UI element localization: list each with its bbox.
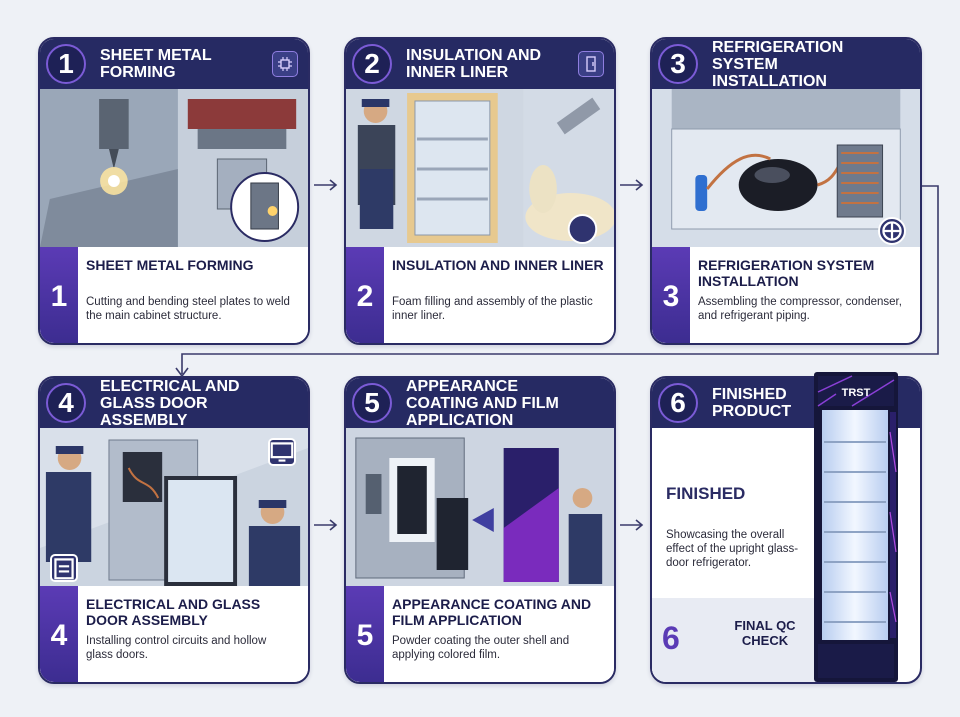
step-title: Sheet Metal Forming <box>100 47 212 81</box>
step-footer-number: 2 <box>346 247 384 343</box>
clipboard-icon <box>50 554 78 582</box>
step-footer-number: 5 <box>346 586 384 682</box>
chip-icon <box>272 51 298 77</box>
step-footer: 1 Sheet Metal Forming Cutting and bendin… <box>40 247 308 343</box>
step-header: 4 Electrical and Glass Door Assembly <box>40 377 308 429</box>
step-title: Finished Product <box>712 386 792 420</box>
finished-description: Showcasing the overall effect of the upr… <box>666 529 799 569</box>
arrow-4-to-5 <box>314 519 338 531</box>
step-description: Cutting and bending steel plates to weld… <box>86 296 290 322</box>
step-footer-title: Electrical and Glass Door Assembly <box>86 596 261 628</box>
step-card-3: 3 Refrigeration System Installation 3 Re… <box>650 37 922 345</box>
step-footer: 3 Refrigeration System Installation Asse… <box>652 247 920 343</box>
step-footer: 4 Electrical and Glass Door Assembly Ins… <box>40 586 308 682</box>
step-number-badge: 5 <box>352 383 392 423</box>
step-description: Installing control circuits and hollow g… <box>86 635 267 661</box>
refrigeration-scene <box>652 89 920 247</box>
refrigerator-image: TRST <box>812 372 900 682</box>
arrow-1-to-2 <box>314 179 338 191</box>
step-number-badge: 4 <box>46 383 86 423</box>
step-title: Electrical and Glass Door Assembly <box>100 377 240 429</box>
qc-number: 6 <box>662 620 680 656</box>
coating-scene <box>346 428 614 586</box>
step-header: 5 Appearance Coating and Film Applicatio… <box>346 377 614 429</box>
monitor-icon <box>268 438 296 466</box>
step-title: Appearance Coating and Film Application <box>406 377 559 429</box>
step-number-badge: 2 <box>352 44 392 84</box>
arrow-5-to-6 <box>620 519 644 531</box>
arrow-2-to-3 <box>620 179 644 191</box>
insulation-scene <box>346 89 614 247</box>
step-title: Insulation and Inner Liner <box>406 47 542 81</box>
step-header: 2 Insulation and Inner Liner <box>346 39 614 89</box>
step-title: Refrigeration System Installation <box>712 38 844 90</box>
finished-label: FINISHED <box>666 484 746 503</box>
door-icon <box>578 51 604 77</box>
step-footer-number: 4 <box>40 586 78 682</box>
step-number-badge: 3 <box>658 44 698 84</box>
step-card-5: 5 Appearance Coating and Film Applicatio… <box>344 376 616 684</box>
step-footer-number: 3 <box>652 247 690 343</box>
step-header: 3 Refrigeration System Installation <box>652 38 920 90</box>
electrical-glass-scene <box>40 428 308 586</box>
finished-panel: FINISHED Showcasing the overall effect o… <box>652 428 817 682</box>
qc-label: Final QC Check <box>734 618 796 648</box>
step-description: Assembling the compressor, condenser, an… <box>698 296 902 322</box>
step-description: Foam filling and assembly of the plastic… <box>392 296 593 322</box>
step-footer-number: 1 <box>40 247 78 343</box>
fan-icon <box>878 217 906 245</box>
step-header: 1 Sheet Metal Forming <box>40 39 308 89</box>
step-description: Powder coating the outer shell and apply… <box>392 635 570 661</box>
step-footer: 5 Appearance Coating and Film Applicatio… <box>346 586 614 682</box>
arrow-3-to-4 <box>175 185 939 378</box>
step-footer-title: Insulation and Inner Liner <box>392 257 604 273</box>
step-number-badge: 1 <box>46 44 86 84</box>
qc-strip: 6 Final QC Check <box>652 598 817 682</box>
step-card-4: 4 Electrical and Glass Door Assembly 4 E… <box>38 376 310 684</box>
sheet-metal-scene <box>40 89 308 247</box>
step-number-badge: 6 <box>658 383 698 423</box>
step-card-2: 2 Insulation and Inner Liner 2 Insulatio… <box>344 37 616 345</box>
step-footer-title: Sheet Metal Forming <box>86 257 254 273</box>
step-footer-title: Appearance Coating and Film Application <box>392 596 592 628</box>
svg-text:TRST: TRST <box>842 387 871 399</box>
step-card-1: 1 Sheet Metal Forming 1 Sheet Metal Form… <box>38 37 310 345</box>
step-footer: 2 Insulation and Inner Liner Foam fillin… <box>346 247 614 343</box>
step-footer-title: Refrigeration System Installation <box>698 257 875 289</box>
